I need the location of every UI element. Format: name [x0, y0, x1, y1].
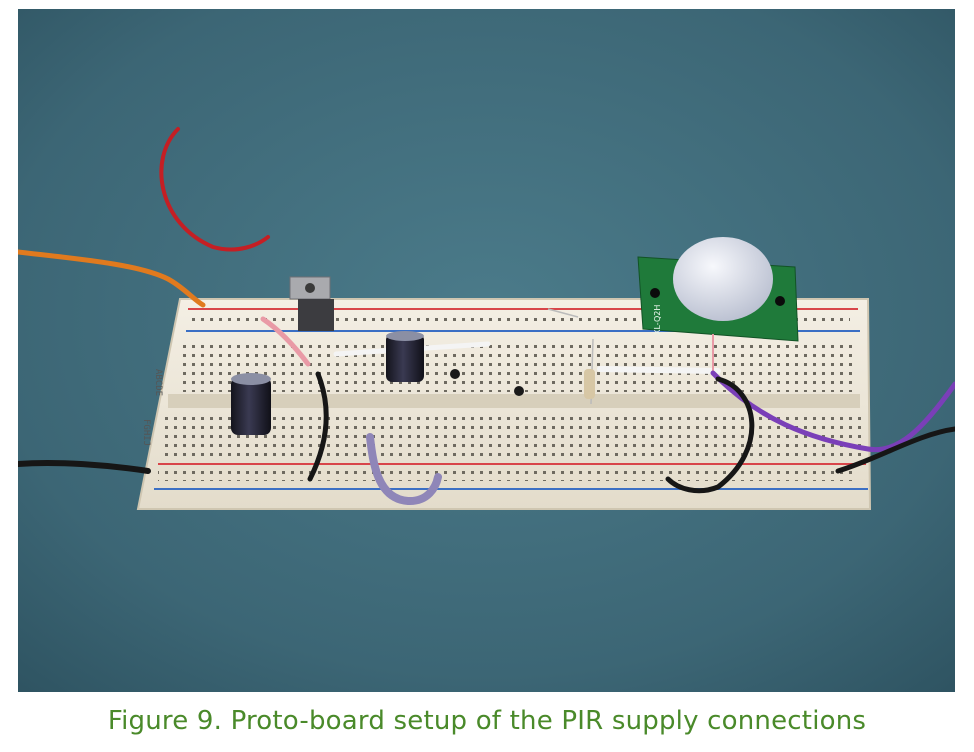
pir-sensor-icon: XL-Q2H	[637, 237, 799, 374]
resistor-icon	[547, 308, 595, 405]
black-wire-right	[665, 376, 755, 494]
black-jumper	[307, 371, 329, 482]
voltage-regulator-icon	[289, 276, 334, 331]
black-wire-left	[18, 459, 151, 474]
purple-wire	[710, 370, 955, 453]
breadboard-photo: ABCDE FGHIJ XL-Q2	[18, 9, 955, 692]
red-wire-loose	[159, 127, 270, 252]
white-jumper-2	[597, 366, 721, 374]
capacitor-icon	[231, 331, 424, 435]
svg-text:FGHIJ: FGHIJ	[141, 419, 151, 446]
pink-jumper	[260, 316, 311, 367]
svg-text:XL-Q2H: XL-Q2H	[653, 305, 662, 335]
orange-wire	[18, 249, 206, 308]
black-wire-right-2	[835, 426, 955, 474]
transistor-icon	[450, 369, 524, 396]
lavender-wire	[366, 433, 442, 505]
figure-caption: Figure 9. Proto-board setup of the PIR s…	[107, 706, 867, 736]
svg-text:ABCDE: ABCDE	[153, 369, 163, 396]
